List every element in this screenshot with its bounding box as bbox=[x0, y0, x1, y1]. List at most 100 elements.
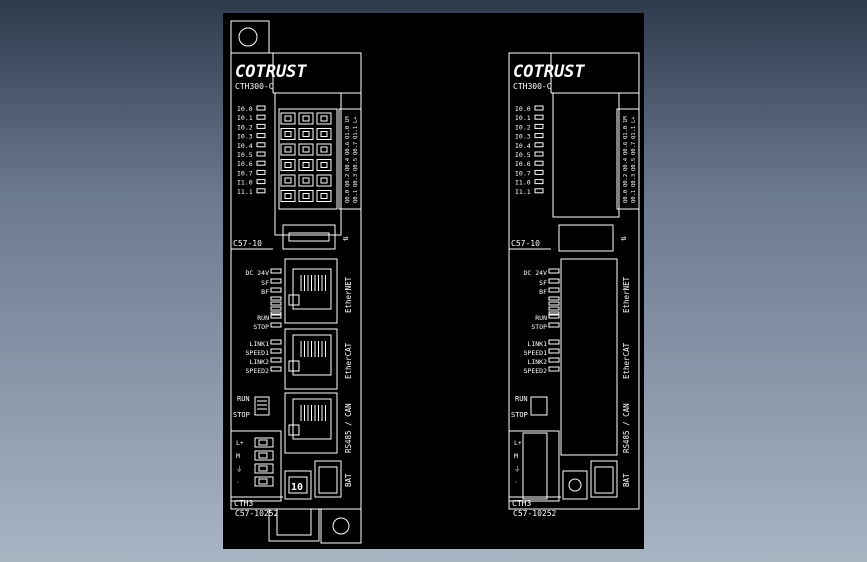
left-terminal-screw bbox=[316, 174, 332, 187]
right-part-top: C57-10 bbox=[511, 239, 540, 248]
right-terminal-label-strip bbox=[616, 108, 640, 210]
right-io-label: I1.1 bbox=[515, 188, 531, 196]
left-io-label: I0.3 bbox=[237, 133, 253, 141]
left-led-label: SF bbox=[261, 279, 269, 287]
right-status-led bbox=[548, 339, 560, 345]
left-footer-part: C57-10252 bbox=[235, 509, 279, 518]
right-run-stop-switch[interactable] bbox=[530, 396, 548, 416]
left-ethernet-port[interactable] bbox=[284, 258, 338, 324]
right-usb-cover[interactable] bbox=[558, 224, 614, 252]
left-terminal-screw bbox=[298, 112, 314, 125]
usb-icon: ⇌ bbox=[343, 234, 349, 244]
left-io-label: I1.1 bbox=[237, 188, 253, 196]
usb-icon: ⇌ bbox=[621, 234, 627, 244]
left-terminal-screw bbox=[280, 174, 296, 187]
right-io-led bbox=[534, 114, 544, 120]
left-io-led bbox=[256, 169, 266, 175]
left-status-led bbox=[270, 322, 282, 328]
left-battery-slot[interactable] bbox=[314, 460, 342, 498]
left-status-led bbox=[270, 339, 282, 345]
left-led-label: LINK2 bbox=[249, 358, 269, 366]
left-io-label: I0.5 bbox=[237, 151, 253, 159]
right-switch-stop-label: STOP bbox=[511, 411, 528, 419]
left-terminal-label: Q0.4 bbox=[345, 157, 351, 171]
left-port-label-ethercat: EtherCAT bbox=[344, 342, 353, 379]
left-terminal-screw bbox=[298, 143, 314, 156]
left-io-led bbox=[256, 160, 266, 166]
right-terminal-label: Q0.0 bbox=[623, 190, 629, 203]
left-status-led bbox=[270, 366, 282, 372]
right-battery-slot[interactable] bbox=[590, 460, 618, 498]
left-usb-port[interactable] bbox=[282, 224, 336, 250]
right-module[interactable]: COTRUST CTH300-C I0.0I0.1I0.2I0.3I0.4I0.… bbox=[508, 52, 640, 518]
right-status-led bbox=[548, 366, 560, 372]
left-terminal-label: Q1.1 bbox=[353, 126, 359, 139]
right-model-label: CTH300-C bbox=[513, 82, 552, 91]
right-status-led bbox=[548, 348, 560, 354]
right-led-label: STOP bbox=[531, 323, 547, 331]
right-footer-code: CTH3 bbox=[512, 499, 531, 508]
right-module-body bbox=[508, 52, 640, 510]
left-io-led bbox=[256, 133, 266, 139]
left-terminal-screw bbox=[316, 159, 332, 171]
left-bottom-clip bbox=[268, 509, 320, 542]
left-terminal-label: L+ bbox=[353, 116, 359, 123]
right-io-led bbox=[534, 169, 544, 175]
left-status-led bbox=[270, 268, 282, 274]
left-top-mount-hole bbox=[238, 27, 258, 47]
left-io-led bbox=[256, 123, 266, 129]
right-io-label: I0.2 bbox=[515, 123, 531, 131]
left-terminal-screw bbox=[316, 190, 332, 202]
right-io-label: I0.0 bbox=[515, 105, 531, 113]
left-terminal-label: Q0.6 bbox=[345, 142, 351, 155]
left-led-label: DC 24V bbox=[246, 269, 270, 277]
left-io-label: I0.6 bbox=[237, 160, 253, 168]
left-run-stop-switch[interactable] bbox=[254, 396, 270, 416]
right-io-led bbox=[534, 160, 544, 166]
left-dial-value: 10 bbox=[291, 482, 303, 493]
right-power-label: · bbox=[514, 478, 518, 486]
left-io-label: I0.4 bbox=[237, 142, 253, 150]
left-module[interactable]: COTRUST CTH300-C I0.0I0.1I0.2I0.3I0.4I0.… bbox=[230, 20, 362, 544]
right-status-led bbox=[548, 322, 560, 328]
left-power-connector bbox=[230, 430, 282, 502]
left-power-terminal bbox=[254, 437, 274, 448]
left-rs485-port[interactable] bbox=[284, 392, 338, 454]
left-footer-code: CTH3 bbox=[234, 499, 253, 508]
right-power-label: L+ bbox=[514, 439, 522, 447]
right-led-label: DC 24V bbox=[524, 269, 548, 277]
right-power-plug-cover bbox=[522, 432, 548, 500]
left-part-top: C57-10 bbox=[233, 239, 262, 248]
left-io-led bbox=[256, 151, 266, 157]
left-terminal-label: Q1.0 bbox=[345, 126, 351, 139]
left-bat-label: BAT bbox=[344, 473, 353, 487]
right-status-led bbox=[548, 278, 560, 284]
left-terminal-screw bbox=[280, 190, 296, 202]
right-io-led bbox=[534, 188, 544, 194]
left-status-led bbox=[270, 357, 282, 363]
right-port-label-rs485: RS485 / CAN bbox=[622, 403, 631, 453]
right-address-dial[interactable] bbox=[562, 470, 588, 500]
left-address-dial[interactable] bbox=[284, 470, 312, 500]
right-ports-cover[interactable] bbox=[560, 258, 618, 456]
right-io-led bbox=[534, 123, 544, 129]
left-switch-stop-label: STOP bbox=[233, 411, 250, 419]
left-terminal-screw bbox=[298, 174, 314, 187]
left-led-label: SPEED2 bbox=[246, 367, 270, 375]
left-io-label: I0.1 bbox=[237, 114, 253, 122]
left-led-label: SPEED1 bbox=[246, 349, 270, 357]
left-io-label: I0.0 bbox=[237, 105, 253, 113]
left-terminal-screw bbox=[316, 143, 332, 156]
right-power-label: ⏚ bbox=[514, 465, 521, 473]
left-led-label: STOP bbox=[253, 323, 269, 331]
right-terminal-label: Q0.3 bbox=[631, 174, 637, 187]
left-ethercat-port[interactable] bbox=[284, 328, 338, 390]
left-io-led bbox=[256, 105, 266, 111]
left-bottom-mount-hole bbox=[332, 517, 350, 535]
right-terminal-label: Q0.4 bbox=[623, 157, 629, 171]
left-io-led bbox=[256, 188, 266, 194]
left-top-mount-tab bbox=[230, 20, 270, 54]
right-terminal-label: L+ bbox=[631, 116, 637, 123]
left-led-label: LINK1 bbox=[249, 340, 269, 348]
